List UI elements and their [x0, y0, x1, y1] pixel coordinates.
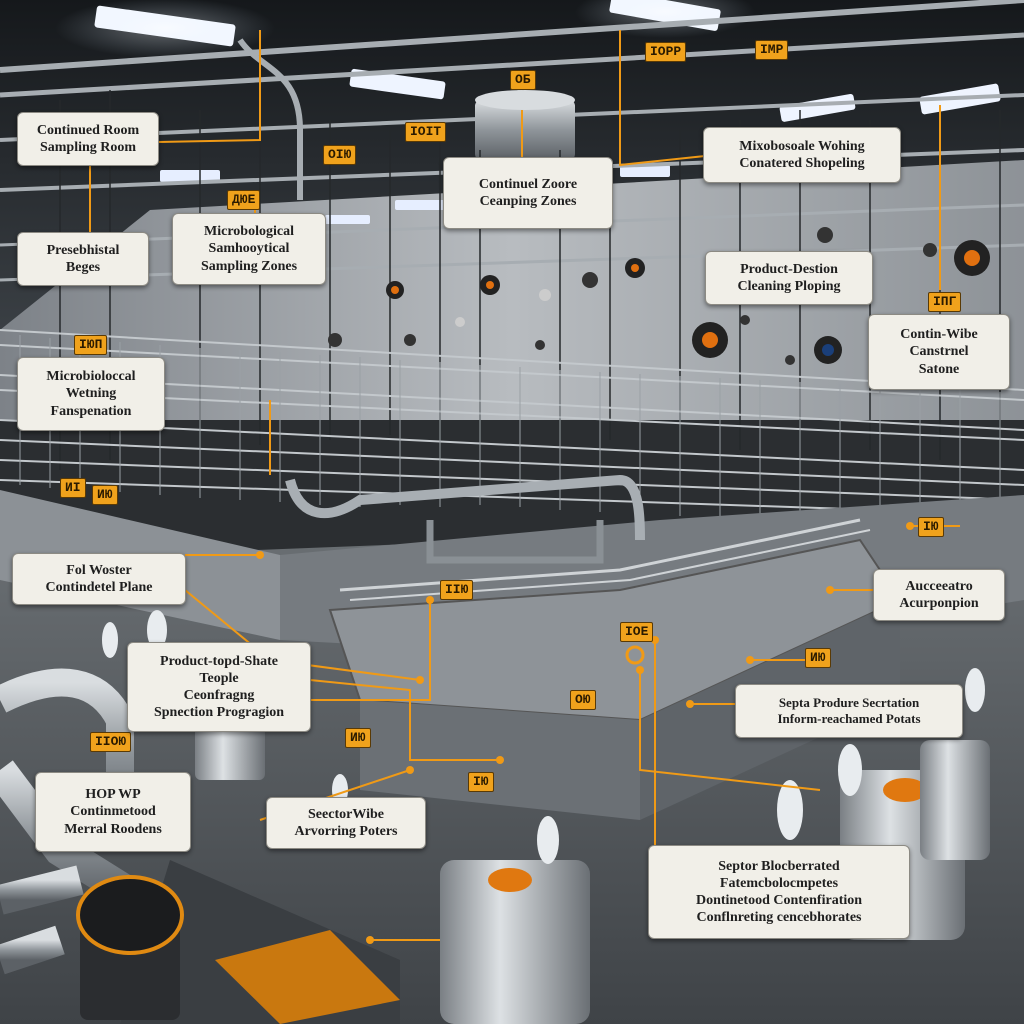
callout-line: Mixobosoale Wohing: [739, 138, 865, 154]
equipment-tag: ІМР: [755, 40, 789, 60]
callout-line: Product-topd-Shate: [160, 653, 278, 669]
equipment-tag: ІІОЮ: [90, 732, 132, 752]
callout-line: Septa Produre Secrtation: [778, 695, 920, 711]
callout-label: Fol Woster Contindetel Plane: [12, 553, 186, 605]
equipment-tag: ІПГ: [928, 292, 962, 312]
leader-dots: [256, 522, 914, 944]
callout-label: Continuel Zoore Ceanping Zones: [443, 157, 613, 229]
railing-rows: [0, 329, 1024, 516]
equipment-tag: ИІ: [60, 478, 86, 498]
callout-line: Acurponpion: [899, 596, 979, 611]
equipment-tag: ИЮ: [92, 485, 118, 505]
callout-line: Contin-Wibe: [900, 327, 978, 343]
equipment-tag: ОБ: [510, 70, 536, 90]
callout-line: Continued Room: [36, 122, 140, 138]
storage-tank-front: [440, 860, 590, 1024]
callout-line: Septor Blocberrated: [718, 858, 840, 874]
equipment-tag: ІЮ: [468, 772, 494, 792]
callout-line: Samhooytical: [208, 241, 290, 257]
equipment-tag: ОЮ: [570, 690, 596, 710]
callout-line: Continmetood: [70, 804, 156, 820]
callout-line: Canstrnel: [909, 344, 969, 360]
callout-line: Presebhistal: [46, 242, 120, 258]
callout-line: Product-Destion: [740, 261, 838, 277]
callout-label: Product-Destion Cleaning Ploping: [705, 251, 873, 305]
walkway-grating: [120, 860, 400, 1024]
callout-label: Mixobosoale Wohing Conatered Shopeling: [703, 127, 901, 183]
callout-line: HOP WP: [85, 787, 141, 803]
callout-line: Aucceeatro: [905, 578, 973, 594]
callout-line: Spnection Progragion: [153, 705, 285, 721]
callout-line: Satone: [918, 361, 960, 377]
callout-label: Contin-Wibe Canstrnel Satone: [868, 314, 1010, 390]
callout-label: Product-topd-Shate Teople Ceonfragng Spn…: [127, 642, 311, 732]
equipment-tag: ІОІТ: [405, 122, 447, 142]
callout-line: Teople: [199, 670, 239, 686]
equipment-tag: ІЮ: [918, 517, 944, 537]
callout-line: Fanspenation: [50, 403, 132, 419]
callout-label: Aucceeatro Acurponpion: [873, 569, 1005, 621]
callout-line: Continuel Zoore: [478, 176, 578, 192]
callout-line: Sampling Zones: [200, 258, 298, 274]
equipment-tag: ІЮП: [74, 335, 108, 355]
callout-line: Arvorring Poters: [294, 824, 398, 839]
callout-label: Microbioloccal Wetning Fanspenation: [17, 357, 165, 431]
callout-line: Contindetel Plane: [45, 580, 153, 595]
callout-line: Cleaning Ploping: [737, 279, 841, 294]
callout-line: Dontinetood Contenfiration: [695, 893, 863, 908]
fan-unit: [76, 875, 184, 1020]
callout-line: Ceonfragng: [183, 688, 255, 703]
processing-basin: [0, 474, 1024, 820]
callout-line: Beges: [65, 260, 101, 275]
equipment-tag: ІОРР: [645, 42, 687, 62]
equipment-tag: ІОЕ: [620, 622, 654, 642]
callout-label: SeectorWibe Arvorring Poters: [266, 797, 426, 849]
equipment-tag: ОІЮ: [323, 145, 357, 165]
callout-label: Septa Produre Secrtation Inform-reachame…: [735, 684, 963, 738]
callout-label: Microbological Samhooytical Sampling Zon…: [172, 213, 326, 285]
callout-label: Presebhistal Beges: [17, 232, 149, 286]
equipment-tag: ДЮЕ: [227, 190, 261, 210]
callout-line: SeectorWibe: [308, 806, 384, 822]
callout-line: Wetning: [65, 386, 117, 402]
callout-line: Microbological: [204, 224, 294, 240]
callout-line: Conflnreting cencebhorates: [696, 910, 862, 926]
callout-line: Merral Roodens: [64, 821, 162, 837]
exhaust-hood: [475, 90, 575, 160]
equipment-tag: ИЮ: [805, 648, 831, 668]
equipment-tag: ИЮ: [345, 728, 371, 748]
callout-line: Sampling Room: [39, 140, 137, 155]
callout-line: Conatered Shopeling: [739, 156, 865, 171]
callout-line: Inform-reachamed Potats: [777, 711, 921, 726]
equipment-tag: ІІЮ: [440, 580, 474, 600]
callout-line: Microbioloccal: [46, 369, 136, 385]
callout-line: Fol Woster: [66, 562, 132, 578]
callout-label: Septor Blocberrated Fatemcbolocmpetes Do…: [648, 845, 910, 939]
wall-dials: [328, 227, 990, 365]
callout-label: Continued Room Sampling Room: [17, 112, 159, 166]
callout-line: Ceanping Zones: [479, 194, 577, 209]
callout-label: HOP WP Continmetood Merral Roodens: [35, 772, 191, 852]
callout-line: Fatemcbolocmpetes: [719, 875, 839, 891]
